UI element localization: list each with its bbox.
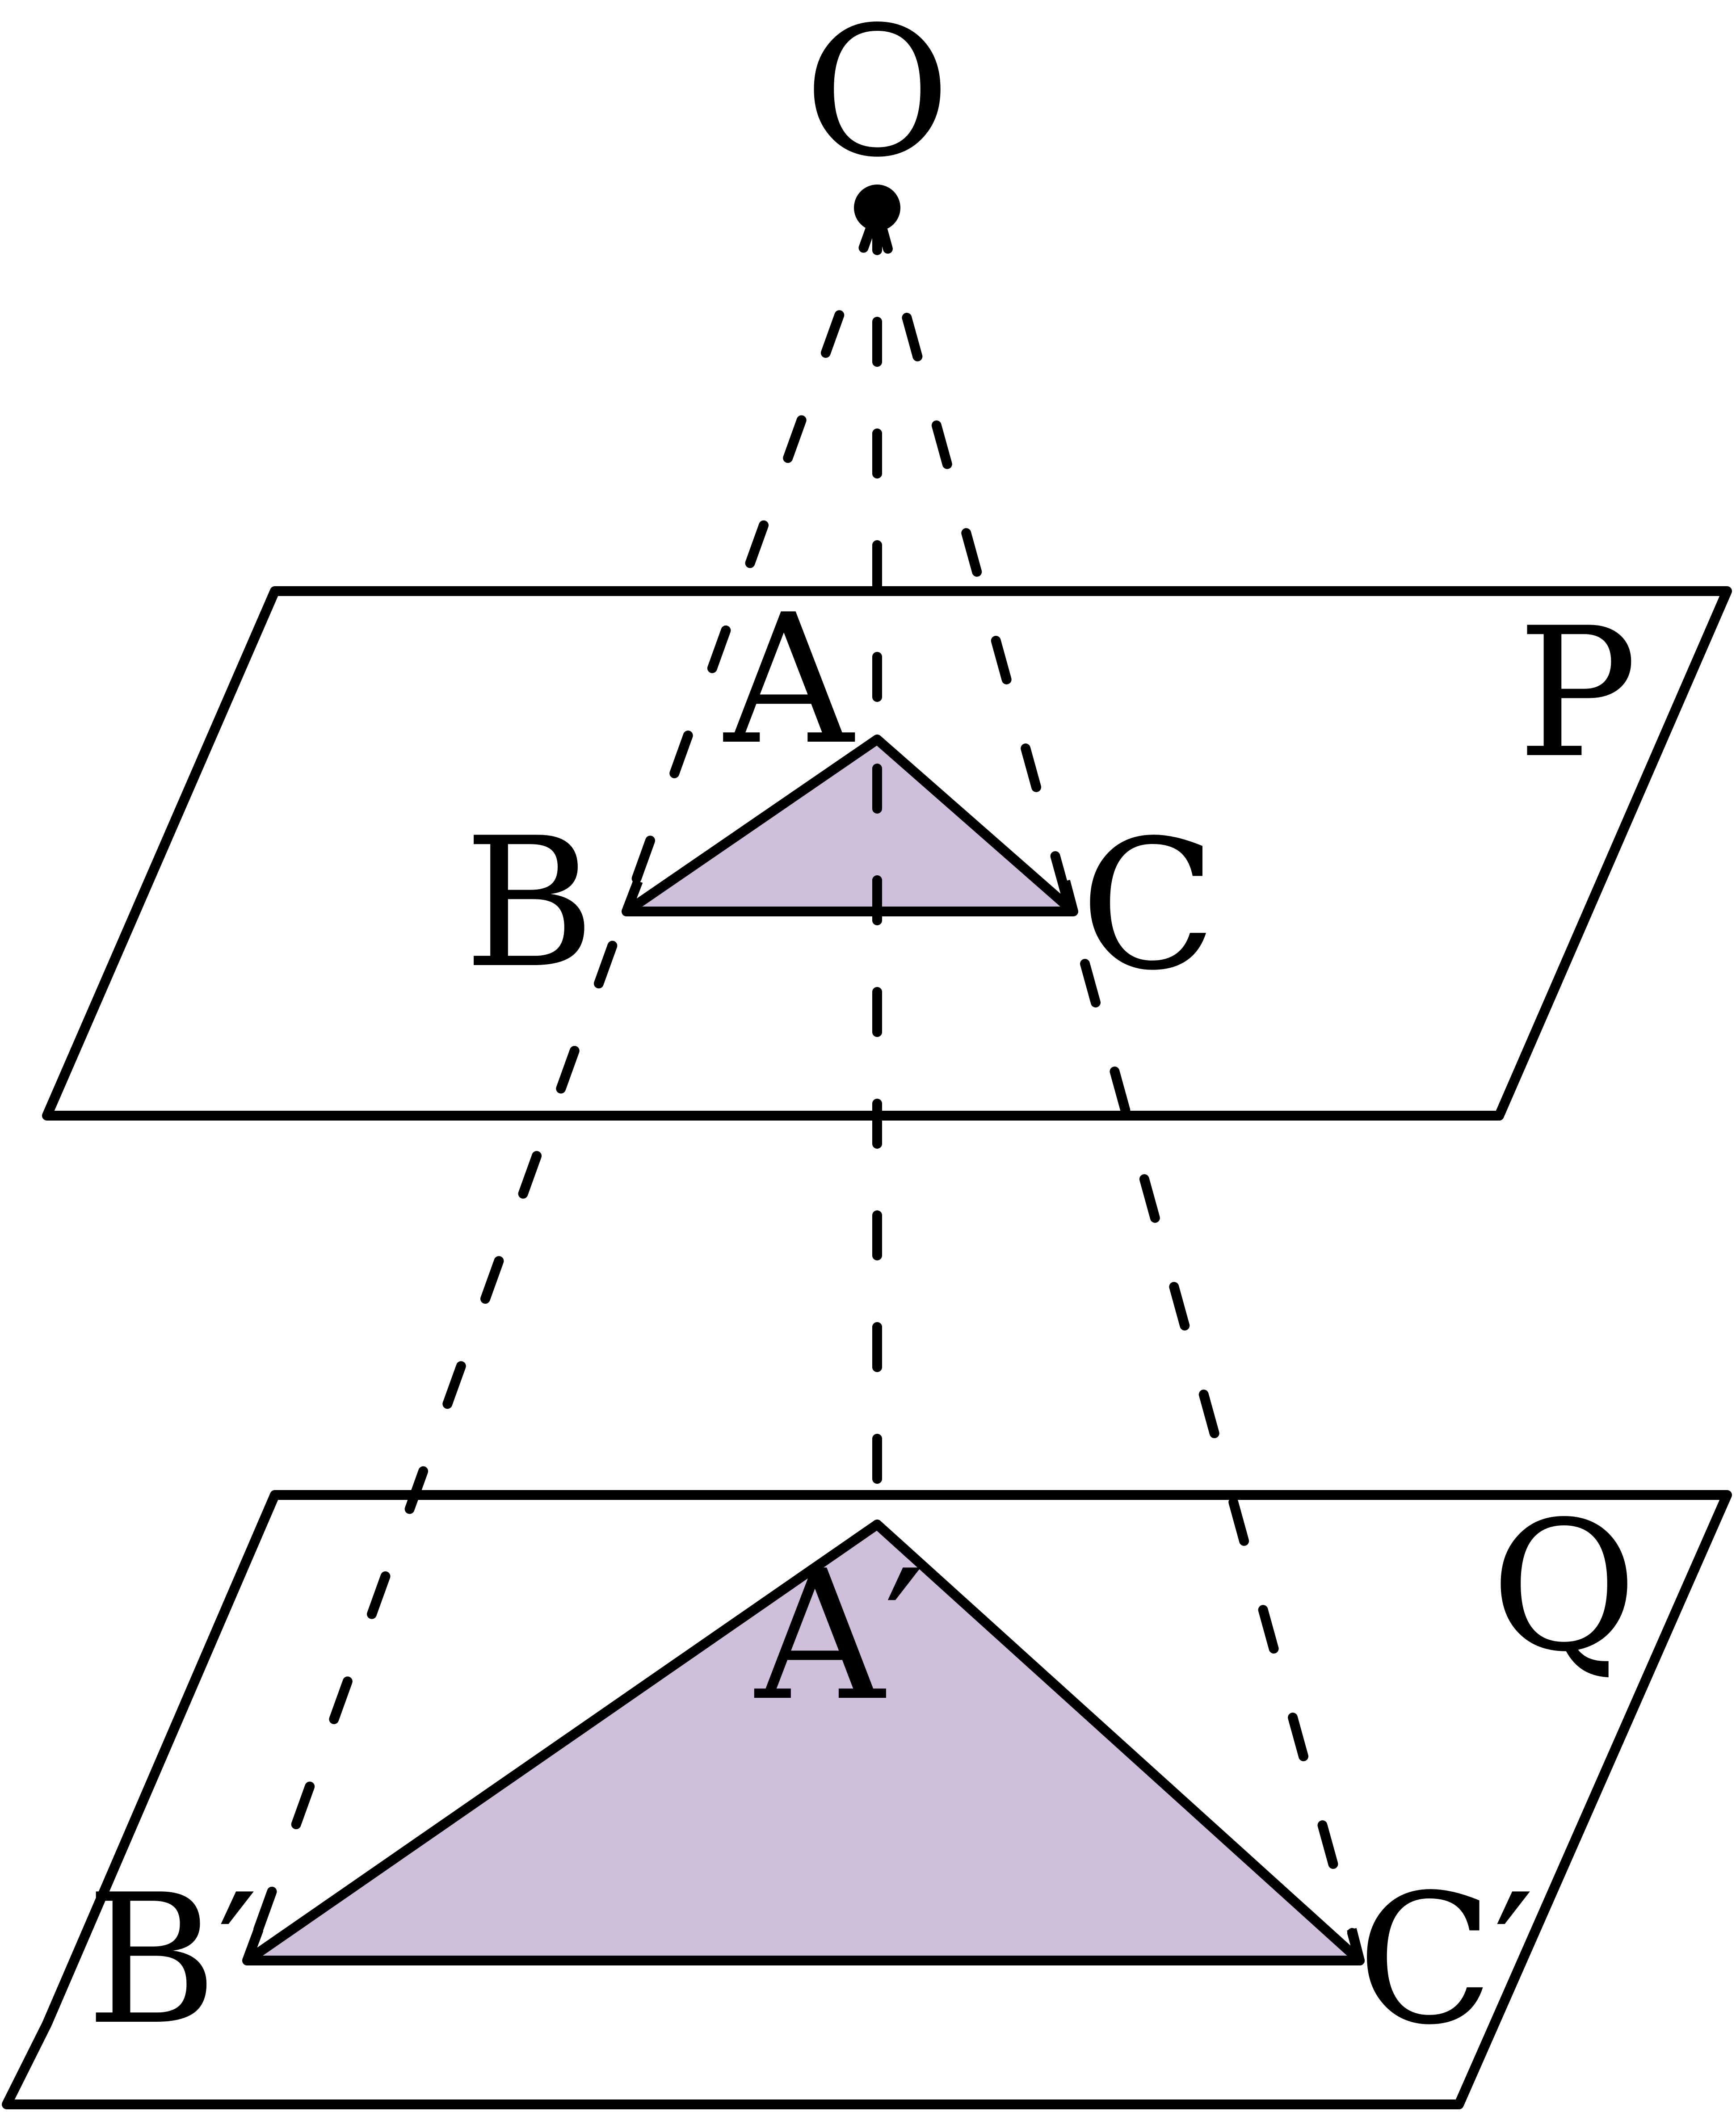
- triangle-abc: [622, 735, 1078, 916]
- label-a-prime: A′: [752, 1533, 925, 1740]
- ray-o-c-prime: [872, 205, 1365, 1965]
- label-c-prime: C′: [1357, 1856, 1534, 2064]
- label-b: B: [464, 800, 595, 1008]
- plane-q: [2, 1490, 1732, 2109]
- label-o: O: [804, 0, 950, 197]
- label-a: A: [721, 576, 855, 784]
- arrowhead-c-prime: [1347, 1928, 1365, 1962]
- label-c: C: [1080, 802, 1217, 1010]
- label-p: P: [1517, 590, 1637, 798]
- triangle-a-prime-b-prime-c-prime: [242, 1520, 1365, 1965]
- arrowhead-b: [622, 879, 643, 913]
- ray-o-b-prime: [242, 205, 882, 1965]
- label-q: Q: [1491, 1483, 1637, 1691]
- plane-p: [42, 586, 1732, 1121]
- arrowhead-b-prime: [242, 1927, 264, 1962]
- label-b-prime: B′: [86, 1856, 258, 2064]
- point-o: [854, 185, 900, 231]
- arrowhead-c: [1060, 880, 1078, 913]
